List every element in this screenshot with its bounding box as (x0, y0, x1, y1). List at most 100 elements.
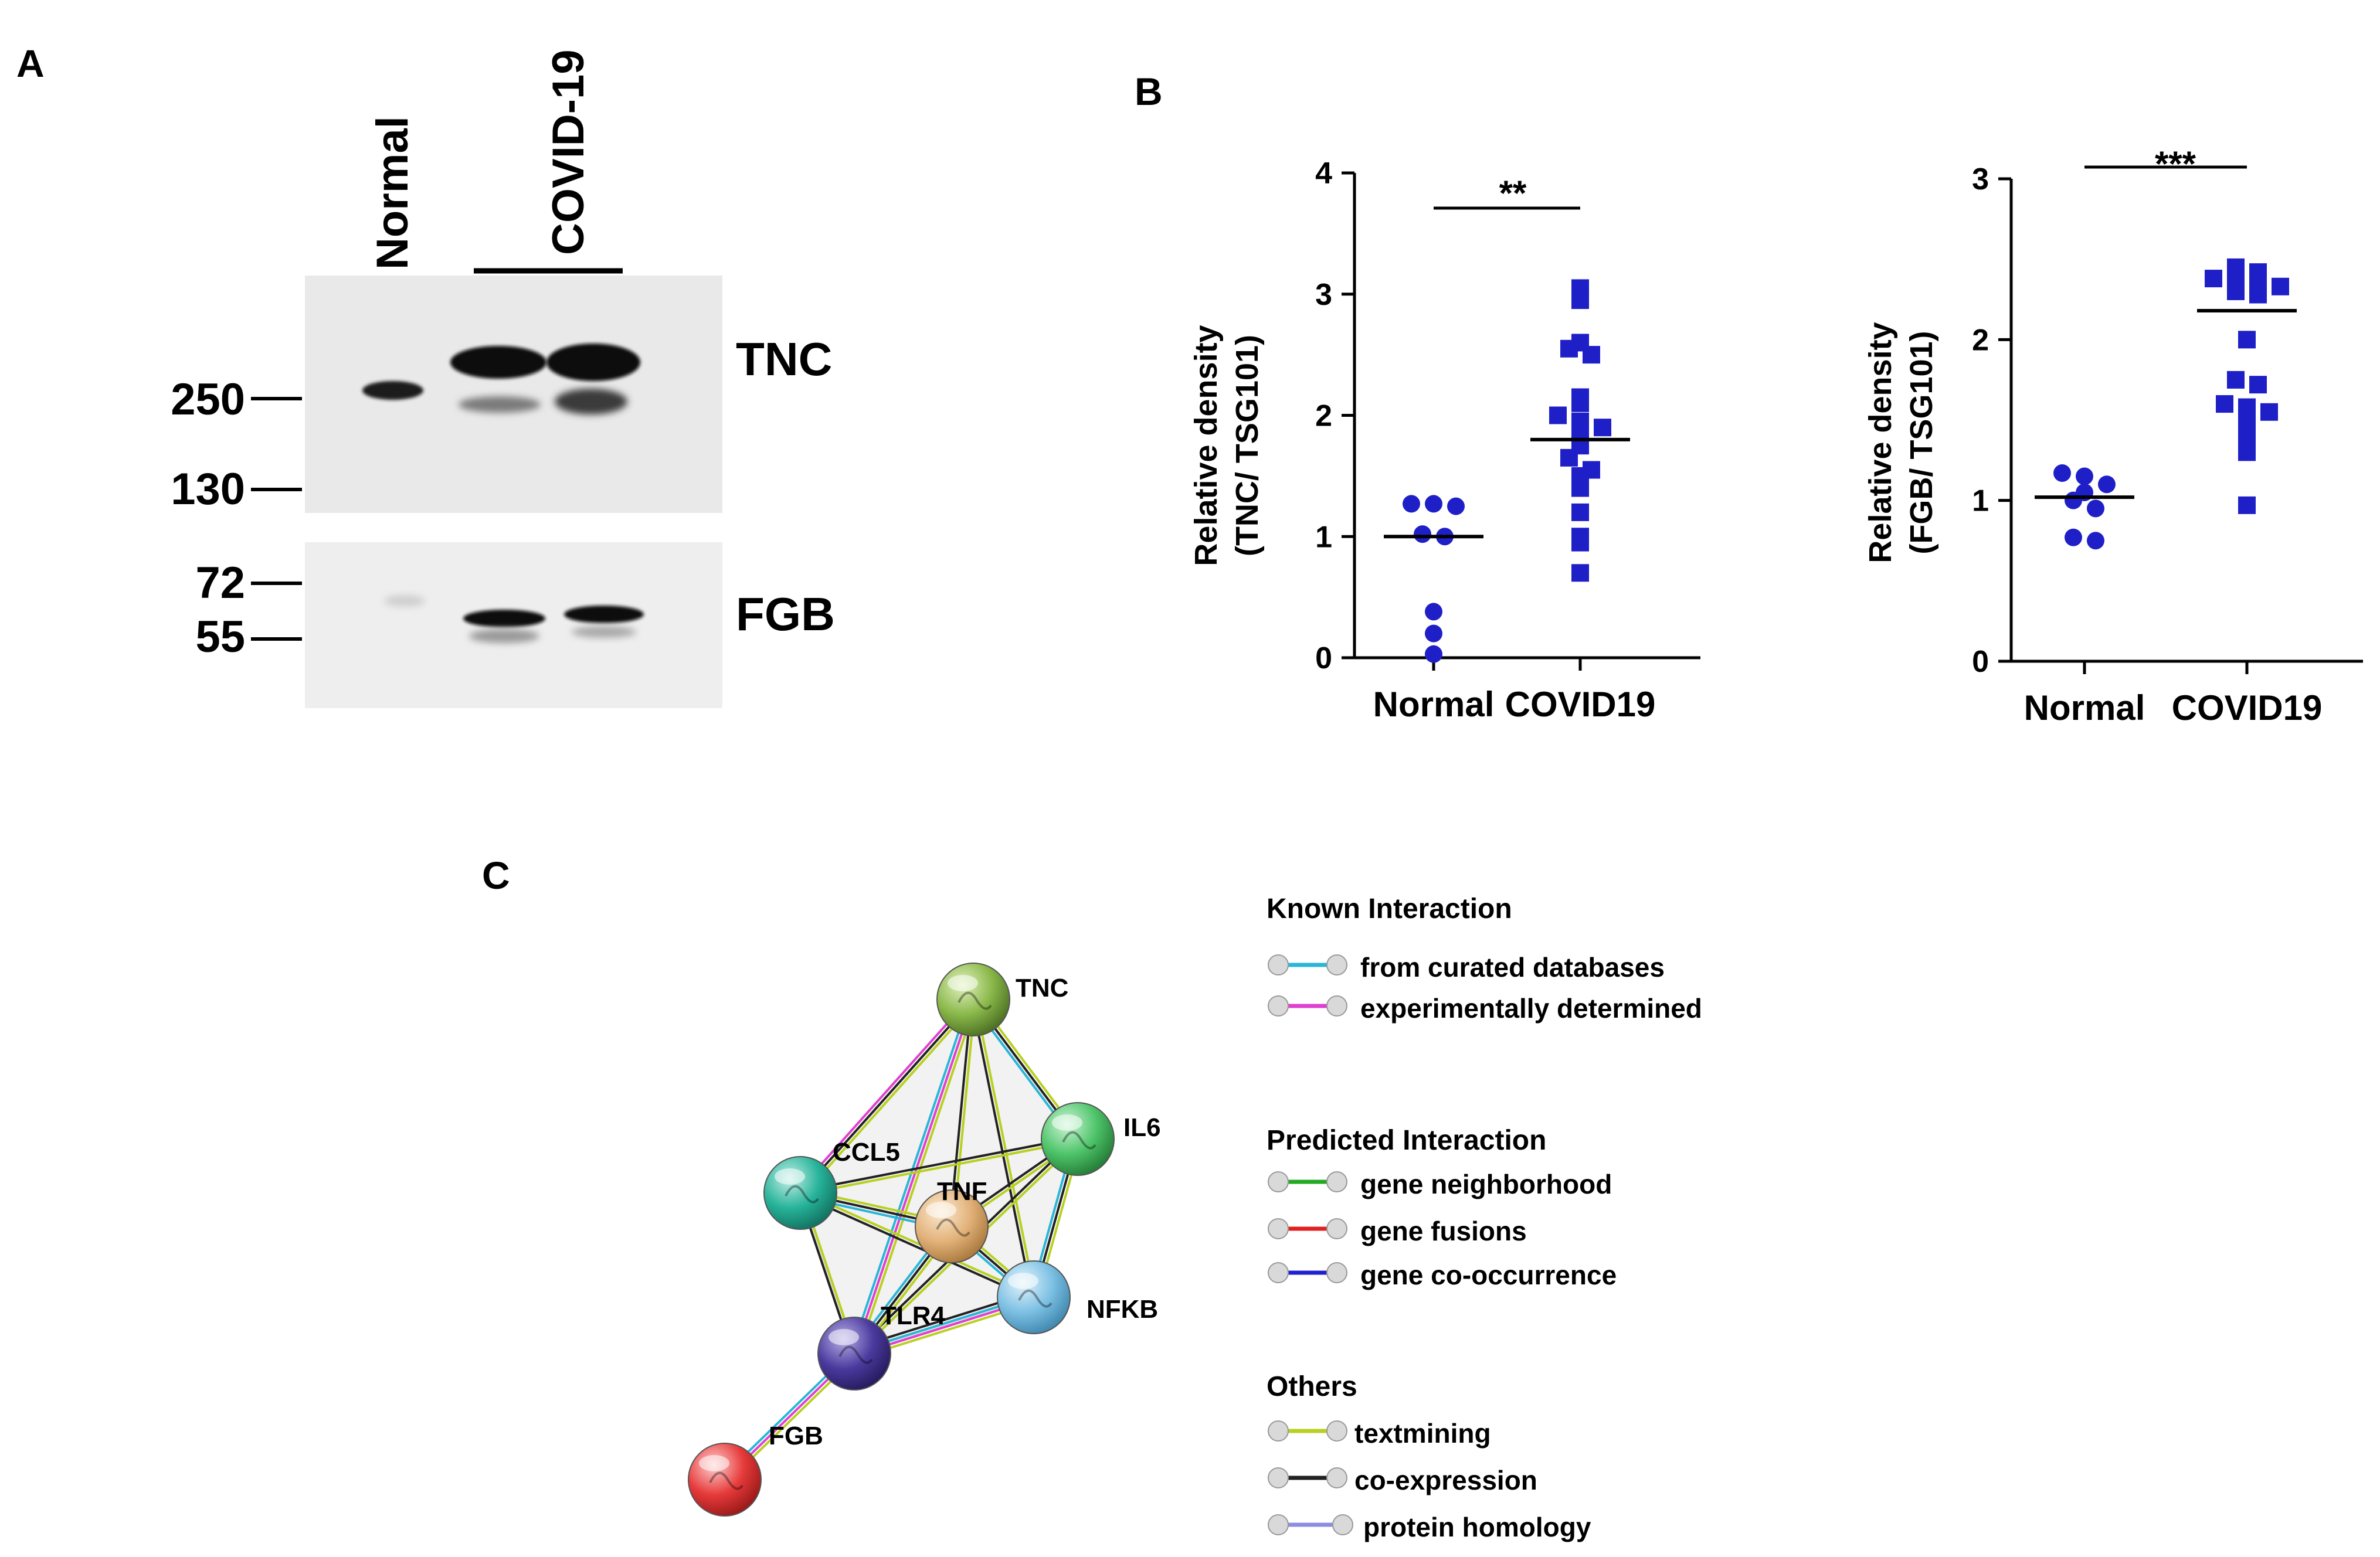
node-structure-icon (785, 1185, 819, 1204)
node-structure-icon (958, 991, 992, 1010)
node-highlight (1008, 1273, 1038, 1289)
panel-label-b: B (1135, 70, 1163, 113)
legend-title-known: Known Interaction (1267, 893, 1512, 924)
y-axis-label-line1: Relative density (1863, 322, 1898, 563)
y-tick-label: 2 (1315, 399, 1332, 433)
network-edge (802, 1001, 977, 1196)
tnc-band-covid-2 (546, 344, 640, 381)
y-axis-label-line1: Relative density (1189, 325, 1224, 566)
western-blot: Normal COVID-19 250 130 72 55 TNC FGB (171, 49, 835, 708)
data-point (1425, 603, 1442, 621)
data-point (1571, 394, 1589, 412)
significance-marker: *** (2155, 144, 2196, 183)
node-tlr4[interactable] (817, 1317, 891, 1391)
network-legend: Known Interaction from curated databases… (1267, 890, 1853, 1552)
legend-label-curated: from curated databases (1360, 952, 1665, 983)
node-label-il6: IL6 (1123, 1113, 1161, 1142)
node-il6[interactable] (1041, 1102, 1115, 1176)
x-tick-label: Normal (1373, 685, 1495, 724)
data-point (2238, 443, 2256, 461)
node-highlight (948, 975, 978, 991)
data-point (1571, 479, 1589, 497)
data-point (1560, 448, 1578, 467)
network-edge (799, 998, 975, 1194)
data-point (1425, 645, 1442, 663)
data-point (2227, 370, 2245, 389)
legend-label-neighborhood: gene neighborhood (1360, 1169, 1612, 1199)
legend-label-fusions: gene fusions (1360, 1216, 1527, 1246)
node-highlight (926, 1202, 956, 1218)
network-edge (853, 999, 975, 1354)
network-edge (800, 1190, 1035, 1297)
legend-title-others: Others (1267, 1371, 1357, 1402)
node-ccl5[interactable] (763, 1156, 837, 1230)
chart-fgb-density: Relative density (FGB/ TSG101) *** 0123N… (1863, 144, 2363, 727)
data-point (1571, 291, 1589, 310)
data-point (1425, 495, 1442, 513)
node-label-fgb: FGB (769, 1422, 823, 1450)
node-fgb[interactable] (688, 1443, 762, 1517)
data-point (2216, 395, 2233, 413)
network-edge (850, 998, 972, 1353)
panel-label-a: A (16, 42, 45, 85)
node-label-tnf: TNF (937, 1177, 987, 1206)
network-edge (970, 1000, 1034, 1298)
marker-55: 55 (195, 612, 245, 662)
data-point (2238, 411, 2256, 429)
data-point (2227, 283, 2245, 301)
y-tick-label: 3 (1972, 162, 1989, 196)
legend-swatch-fusions (1268, 1218, 1347, 1239)
y-tick-label: 1 (1972, 484, 1989, 518)
x-tick-label: Normal (2024, 688, 2145, 727)
panel-label-c: C (482, 854, 510, 897)
y-tick-label: 0 (1315, 641, 1332, 675)
node-nfkb[interactable] (997, 1260, 1071, 1334)
legend-label-textmining: textmining (1354, 1418, 1491, 1449)
data-point (1414, 525, 1431, 543)
data-point (2065, 491, 2082, 509)
data-point (1571, 564, 1589, 582)
data-point (1403, 495, 1420, 513)
node-structure-icon (936, 1218, 970, 1237)
node-tnc[interactable] (936, 963, 1010, 1036)
data-point (2238, 331, 2256, 349)
y-tick-label: 4 (1315, 157, 1332, 191)
data-point (1594, 419, 1611, 437)
node-highlight (829, 1329, 859, 1345)
legend-swatch-textmining (1268, 1420, 1347, 1442)
fgb-band-covid-2-lower (572, 626, 636, 638)
marker-250: 250 (171, 375, 245, 424)
tnc-band-normal (362, 381, 423, 400)
data-point (2272, 277, 2289, 295)
protein-label-tnc: TNC (736, 333, 832, 385)
tnc-band-covid-1 (450, 346, 546, 379)
data-point (2238, 496, 2256, 514)
legend-swatch-experimental (1268, 995, 1347, 1017)
tnc-band-covid-2-lower (555, 389, 627, 414)
significance-marker: ** (1499, 174, 1527, 213)
y-tick-label: 3 (1315, 278, 1332, 312)
network-edge (800, 1136, 1078, 1193)
data-point (1583, 346, 1600, 364)
fgb-band-normal-faint (384, 595, 425, 607)
data-point (2087, 532, 2104, 550)
node-structure-icon (709, 1471, 743, 1490)
data-point (2205, 270, 2222, 288)
node-structure-icon (1062, 1131, 1096, 1150)
data-point (2249, 376, 2267, 394)
data-point (2065, 528, 2082, 546)
data-point (2053, 464, 2071, 482)
data-point (1571, 533, 1589, 552)
node-highlight (1052, 1114, 1082, 1131)
marker-72: 72 (195, 558, 245, 608)
lane-label-covid: COVID-19 (544, 49, 593, 255)
fgb-band-covid-1 (463, 610, 545, 627)
data-point (2098, 475, 2116, 494)
chart-tnc-density: Relative density (TNC/ TSG101) ** 01234N… (1189, 157, 1700, 724)
legend-swatch-coexpression (1268, 1467, 1347, 1488)
network-edge (800, 1139, 1078, 1196)
data-point (2238, 427, 2256, 445)
tnc-band-covid-1-lower (459, 396, 541, 413)
